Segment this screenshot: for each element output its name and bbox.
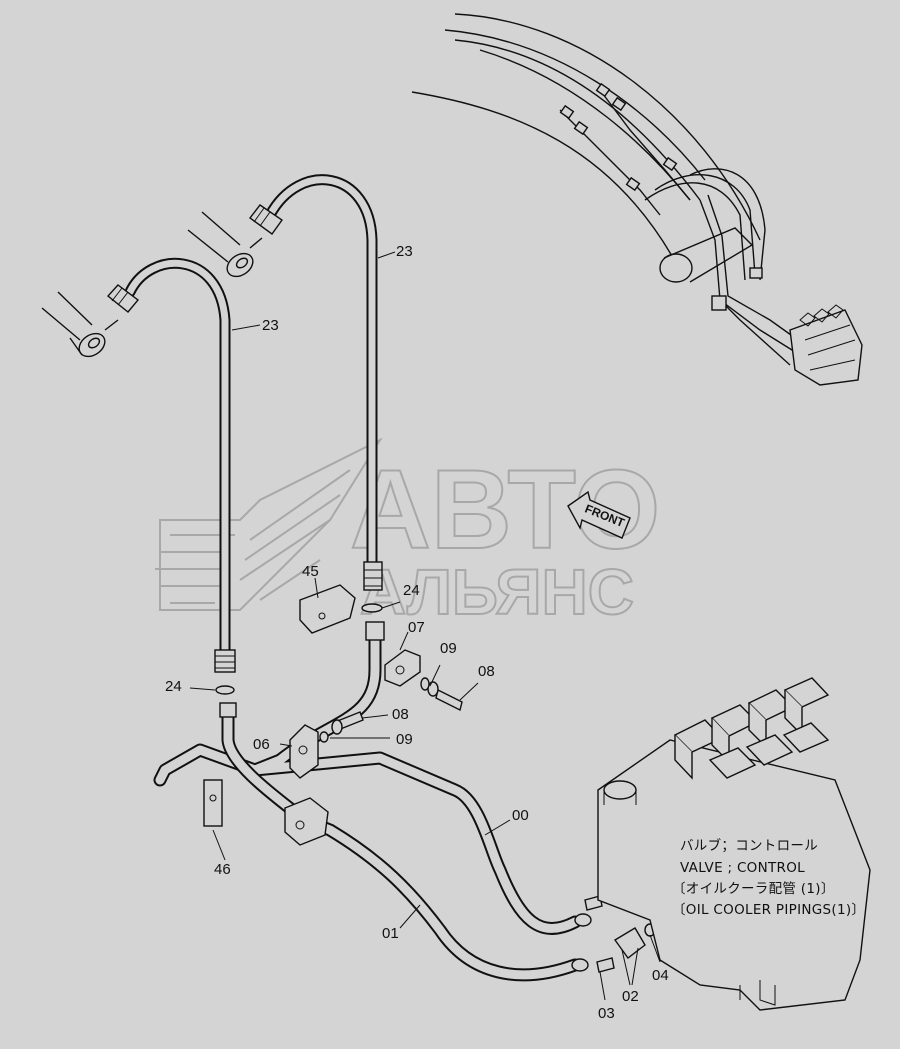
callout-00: 00 bbox=[512, 807, 529, 824]
watermark-logo: АВТО АЛЬЯНС bbox=[155, 437, 661, 629]
clamp-46 bbox=[203, 779, 223, 827]
callout-45: 45 bbox=[302, 563, 319, 580]
valve-spools bbox=[673, 677, 830, 780]
callout-46: 46 bbox=[214, 861, 231, 878]
callout-24-top: 24 bbox=[403, 582, 420, 599]
callout-08-top: 08 bbox=[478, 663, 495, 680]
clamp-06 bbox=[289, 724, 319, 779]
leader-lines bbox=[189, 251, 661, 1001]
block-connector bbox=[284, 797, 329, 846]
o-ring-24-left bbox=[215, 685, 235, 695]
valve-note: バルブ；コントロール VALVE ; CONTROL 〔オイルクーラ配管 (1)… bbox=[672, 837, 865, 918]
callout-02: 02 bbox=[622, 988, 639, 1005]
note-line-en-piping: 〔OIL COOLER PIPINGS(1)〕 bbox=[672, 902, 865, 918]
hose-23-left bbox=[41, 257, 236, 673]
clamp-07 bbox=[384, 649, 421, 687]
hose-23-right bbox=[187, 174, 383, 591]
washer-09-mid bbox=[319, 731, 329, 743]
note-line-jp-piping: 〔オイルクーラ配管 (1)〕 bbox=[672, 881, 835, 897]
watermark-line1: АВТО bbox=[350, 447, 660, 572]
boom-assembly: FRONT bbox=[411, 13, 863, 539]
callout-24-left: 24 bbox=[165, 678, 182, 695]
callout-06: 06 bbox=[253, 736, 270, 753]
note-line-en-valve: VALVE ; CONTROL bbox=[680, 860, 805, 876]
callout-09-mid: 09 bbox=[396, 731, 413, 748]
control-valve-small bbox=[789, 304, 863, 386]
bolt-08-mid-head bbox=[331, 719, 343, 735]
callout-23-right: 23 bbox=[396, 243, 413, 260]
callout-09-top: 09 bbox=[440, 640, 457, 657]
callout-03: 03 bbox=[598, 1005, 615, 1022]
callout-08-mid: 08 bbox=[392, 706, 409, 723]
front-arrow-icon: FRONT bbox=[567, 490, 631, 539]
callouts: 23 23 45 24 07 09 08 24 08 06 09 00 46 0… bbox=[165, 243, 669, 1022]
clamp-block-45 bbox=[299, 584, 356, 634]
flange-02 bbox=[613, 927, 646, 959]
control-valve bbox=[597, 677, 871, 1011]
callout-04: 04 bbox=[652, 967, 669, 984]
pipe-01 bbox=[219, 702, 589, 982]
washer-09-top bbox=[420, 677, 430, 691]
bolt-03 bbox=[596, 957, 615, 973]
watermark-line2: АЛЬЯНС bbox=[360, 556, 634, 628]
bolt-08-top bbox=[435, 688, 463, 712]
o-ring-24-top bbox=[361, 603, 383, 613]
callout-01: 01 bbox=[382, 925, 399, 942]
watermark-wings-icon bbox=[155, 437, 383, 611]
callout-23-left: 23 bbox=[262, 317, 279, 334]
note-line-jp-valve: バルブ；コントロール bbox=[680, 837, 818, 854]
callout-07: 07 bbox=[408, 619, 425, 636]
